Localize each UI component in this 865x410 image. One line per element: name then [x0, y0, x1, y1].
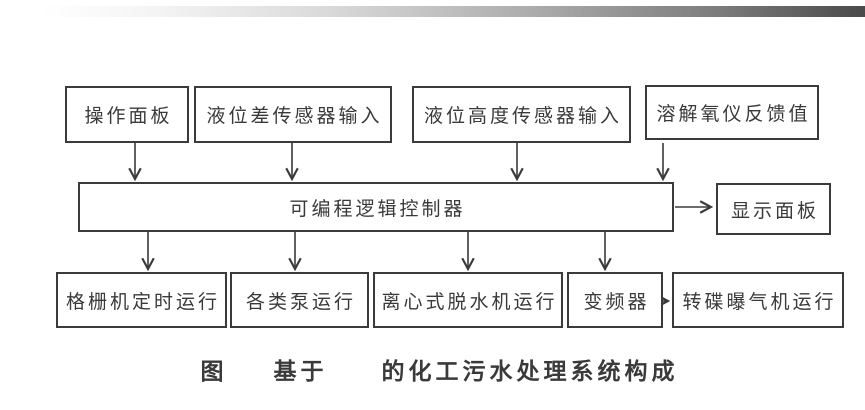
- figure-caption: 图 基于 的化工污水处理系统构成: [0, 352, 865, 386]
- caption-word-based-on: 基于: [273, 358, 328, 384]
- node-display-panel: 显示面板: [716, 183, 831, 235]
- node-level-difference-sensor-input: 液位差传感器输入: [194, 86, 392, 143]
- caption-word-rest: 的化工污水处理系统构成: [381, 358, 679, 384]
- caption-word-figure: 图: [200, 358, 228, 384]
- node-rotary-disc-aerator-operation: 转碟曝气机运行: [672, 272, 844, 328]
- node-various-pumps-operation: 各类泵运行: [230, 272, 369, 328]
- node-grid-machine-timed-operation: 格栅机定时运行: [56, 272, 227, 328]
- node-frequency-inverter: 变频器: [567, 272, 663, 328]
- node-programmable-logic-controller: 可编程逻辑控制器: [78, 182, 674, 232]
- gradient-divider-bar: [42, 6, 865, 17]
- node-level-height-sensor-input: 液位高度传感器输入: [412, 86, 631, 143]
- node-centrifugal-dehydrator-operation: 离心式脱水机运行: [373, 272, 563, 328]
- node-operation-panel: 操作面板: [65, 86, 189, 143]
- node-dissolved-oxygen-feedback: 溶解氧仪反馈值: [645, 85, 819, 140]
